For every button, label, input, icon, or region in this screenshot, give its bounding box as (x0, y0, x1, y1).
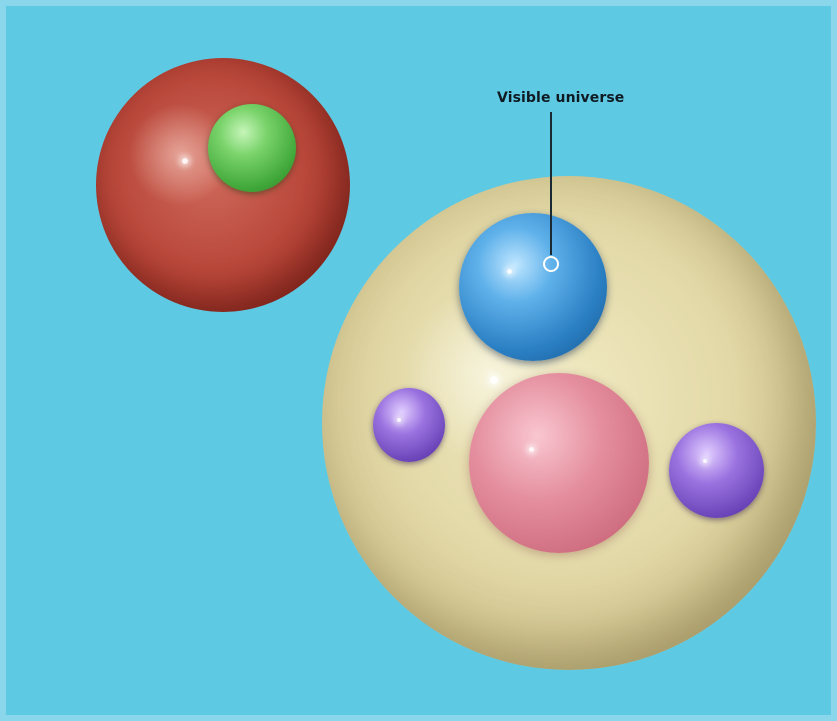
blue-bubble-highlight (507, 269, 512, 274)
purple-bubble-universe-left (373, 388, 445, 462)
purple-right-highlight (703, 459, 707, 463)
green-bubble-universe (208, 104, 296, 192)
cream-bubble-highlight (490, 376, 498, 384)
blue-bubble-universe (459, 213, 607, 361)
visible-universe-marker (543, 256, 559, 272)
annotation-leader-line (550, 112, 552, 255)
red-bubble-universe (96, 58, 350, 312)
visible-universe-label: Visible universe (497, 90, 624, 106)
red-bubble-highlight (182, 158, 188, 164)
pink-bubble-universe (469, 373, 649, 553)
purple-left-highlight (397, 418, 401, 422)
pink-bubble-highlight (529, 447, 534, 452)
purple-bubble-universe-right (669, 423, 764, 518)
